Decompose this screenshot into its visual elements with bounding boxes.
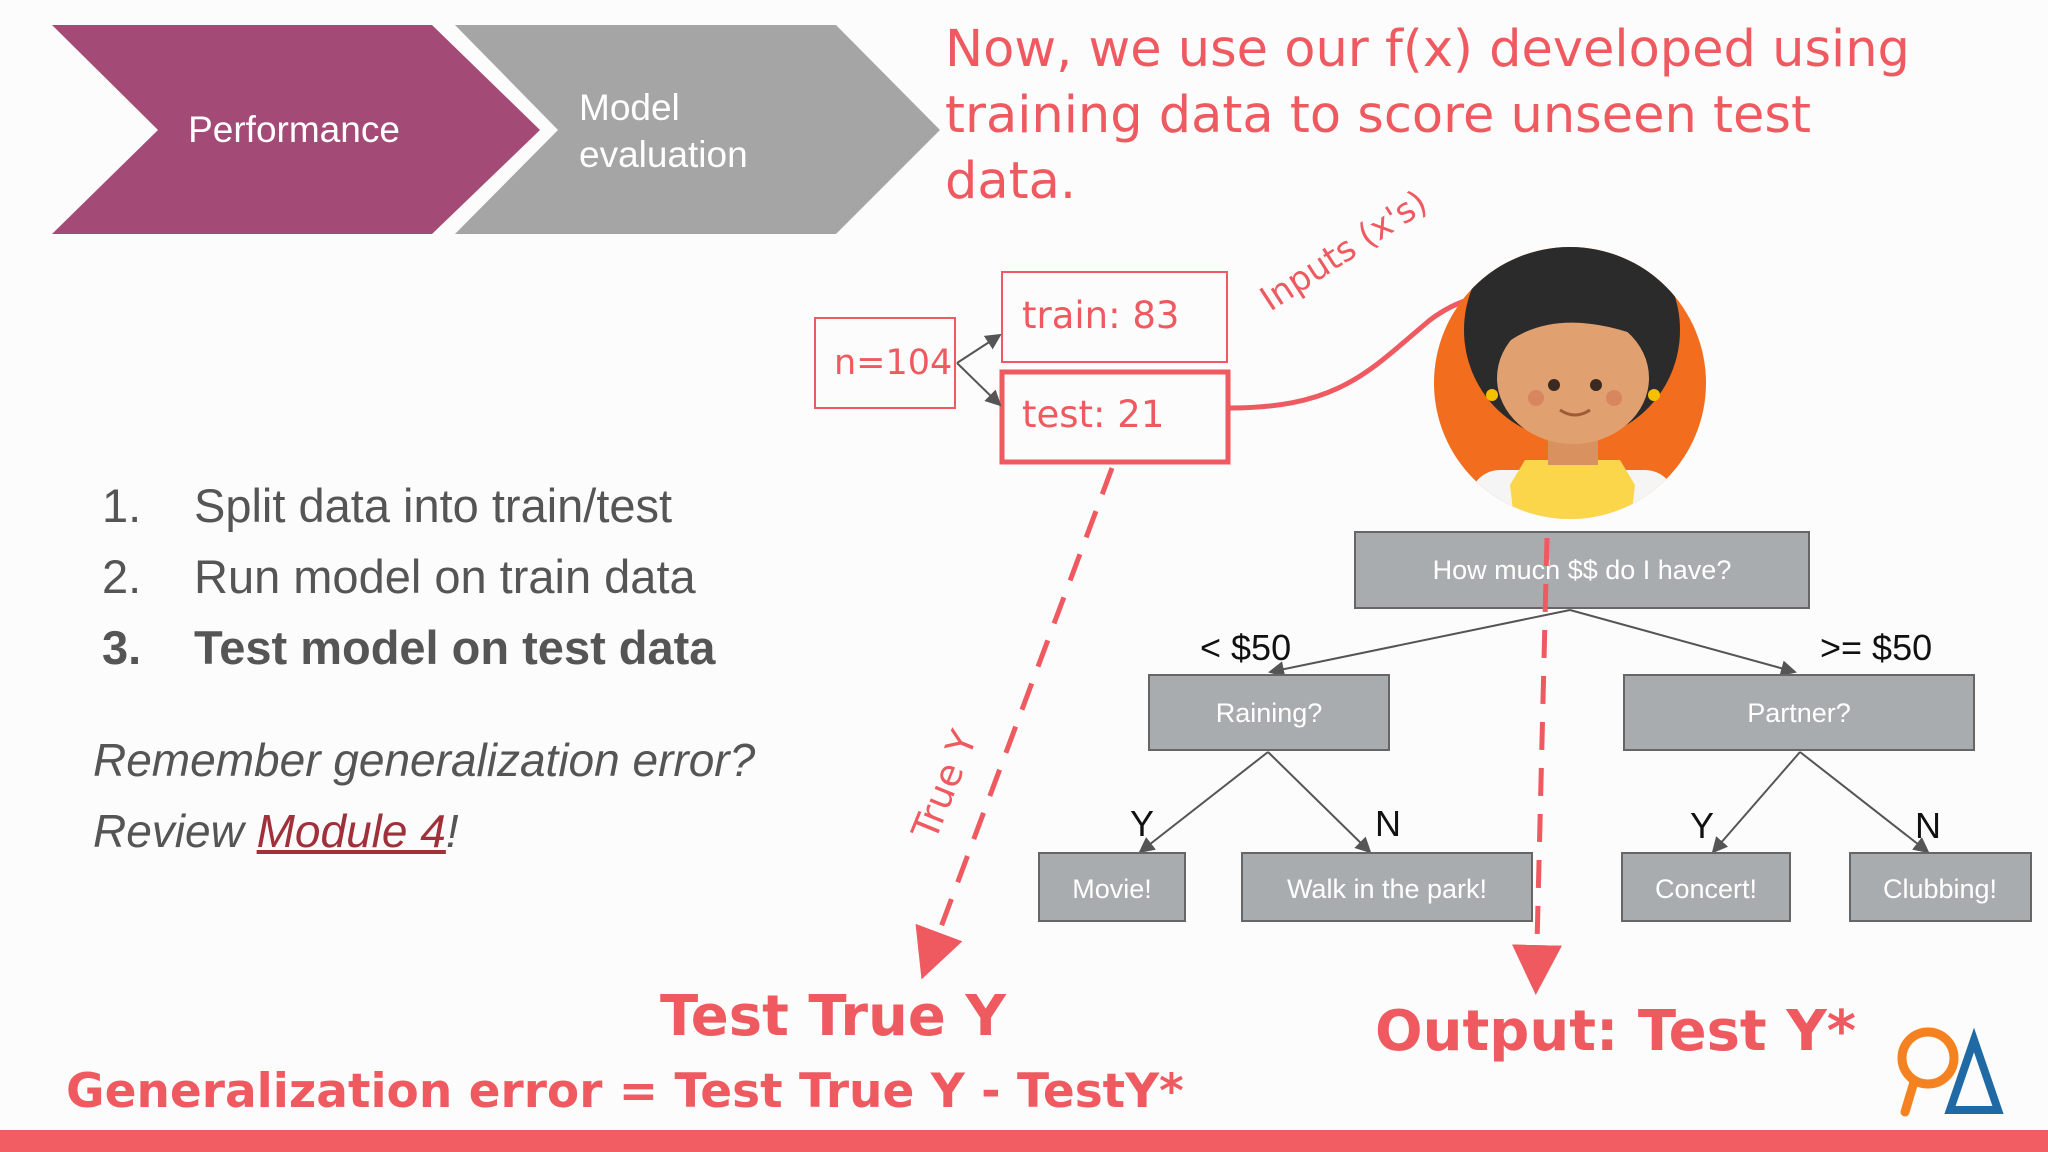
train-box (1001, 271, 1228, 363)
split-arrow-test (956, 362, 1002, 407)
step-item-active: 3. Test model on test data (102, 612, 715, 683)
true-y-label: True Y (903, 724, 986, 846)
total-box (814, 317, 956, 409)
tree-node-partner-label: Partner? (1747, 698, 1851, 728)
generalization-error-text: Generalization error = Test True Y - Tes… (66, 1064, 1184, 1119)
output-arrow (1511, 537, 1562, 995)
step-text: Run model on train data (194, 550, 696, 603)
step-text: Split data into train/test (194, 479, 673, 532)
chevron-performance-label: Performance (188, 109, 400, 150)
steps-list: 1. Split data into train/test 2. Run model… (102, 470, 715, 683)
annotation-line-2: training data to score unseen test (945, 86, 1811, 145)
chevron-model-label-1: Model (579, 87, 680, 128)
annotation-line-1: Now, we use our f(x) developed using (945, 20, 1910, 79)
output-text: Output: Test Y* (1375, 999, 1856, 1064)
edge-label-n1: N (1375, 803, 1401, 844)
step-number: 2. (102, 550, 142, 603)
edge-label-y1: Y (1130, 803, 1154, 844)
logo-icon (1897, 1027, 2004, 1117)
tree-root-label: How much $$ do I have? (1433, 555, 1732, 585)
step-number: 3. (102, 621, 142, 674)
edge-label-y2: Y (1690, 805, 1714, 846)
train-label: train: 83 (1022, 294, 1179, 337)
chevron-model-label-2: evaluation (579, 134, 748, 175)
step-text: Test model on test data (194, 621, 716, 674)
tree-leaf-concert-label: Concert! (1655, 874, 1757, 904)
total-label: n=104 (834, 343, 952, 383)
tree-leaf-walk (1241, 852, 1533, 922)
step-item: 2. Run model on train data (102, 541, 715, 612)
review-suffix: ! (445, 805, 459, 857)
footer-bar (0, 1130, 2048, 1152)
tree-leaf-walk-label: Walk in the park! (1287, 874, 1487, 904)
edge-label-left: < $50 (1200, 627, 1291, 668)
review-line: Review Module 4! (93, 796, 755, 867)
edge-label-n2: N (1915, 805, 1941, 846)
test-label: test: 21 (1022, 393, 1164, 436)
remember-note: Remember generalization error? Review Mo… (93, 725, 755, 867)
tree-leaf-movie (1038, 852, 1186, 922)
inputs-label: Inputs (x's) (1253, 182, 1434, 319)
decision-tree: How much $$ do I have? < $50 >= $50 Rain… (1038, 531, 2032, 922)
remember-line: Remember generalization error? (93, 734, 756, 786)
tree-node-raining (1148, 674, 1390, 751)
tree-leaf-clubbing-label: Clubbing! (1883, 874, 1997, 904)
chevron-performance (52, 25, 540, 234)
tree-node-partner (1623, 674, 1975, 751)
module-4-link[interactable]: Module 4 (256, 805, 446, 857)
annotation-line-3: data. (945, 152, 1076, 211)
step-number: 1. (102, 479, 142, 532)
edge-label-right: >= $50 (1820, 627, 1932, 668)
tree-leaf-concert (1621, 852, 1791, 922)
tree-leaf-movie-label: Movie! (1072, 874, 1152, 904)
split-arrow-train (956, 333, 1002, 364)
tree-node-raining-label: Raining? (1216, 698, 1323, 728)
person-avatar-icon (1434, 247, 1706, 519)
review-prefix: Review (93, 805, 257, 857)
tree-leaf-clubbing (1849, 852, 2032, 922)
tree-root-node (1354, 531, 1810, 609)
step-item: 1. Split data into train/test (102, 470, 715, 541)
chevron-model-evaluation (455, 25, 940, 234)
test-box (999, 369, 1231, 465)
test-true-y-text: Test True Y (660, 984, 1007, 1049)
